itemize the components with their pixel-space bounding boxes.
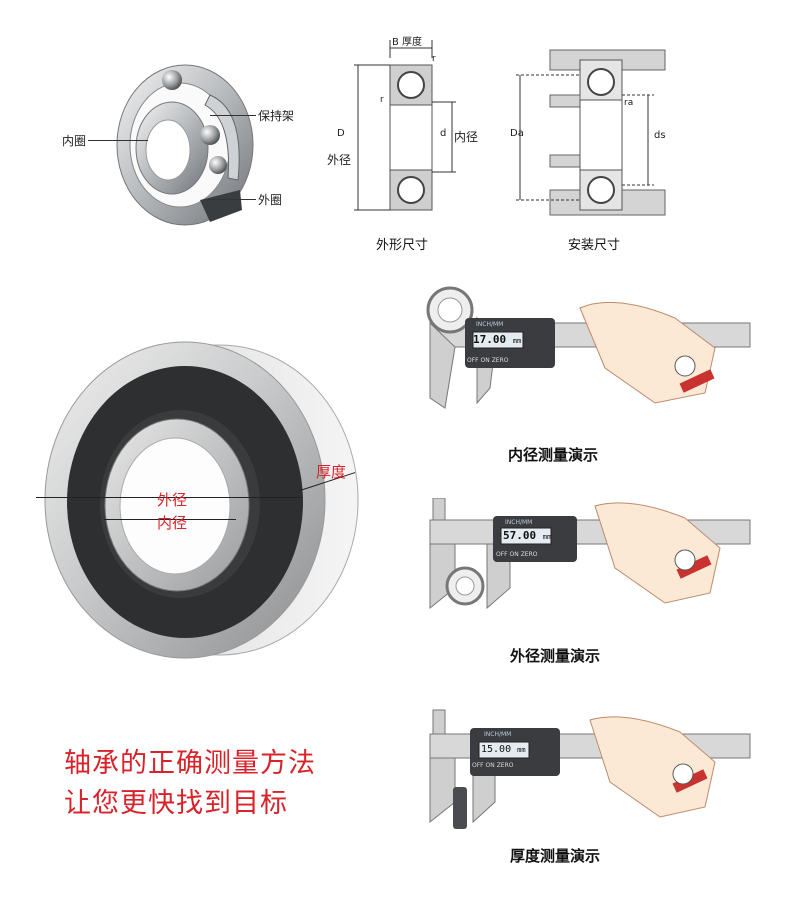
caliper-illustration [429,497,751,610]
mounting-cross-section-drawing [516,49,666,216]
caliper-unit: mm [542,533,552,541]
inner-diameter-line [104,519,236,520]
label-r-top: r [432,54,436,64]
caliper-reading: 17.00 [473,333,507,346]
zero-button: ZERO [520,551,538,558]
label-inner-ring: 内圈 [62,134,87,148]
slogan-line-1: 轴承的正确测量方法 [64,748,316,779]
label-thickness-b: B 厚度 [392,37,423,48]
caption-inner-diameter-demo: 内径测量演示 [508,446,599,464]
caliper-reading: 57.00 [503,529,537,542]
label-cage: 保持架 [258,109,295,123]
caliper-buttons: OFF ON ZERO [496,551,537,558]
caliper-reading: 15.00 [481,744,512,755]
zero-button: ZERO [491,357,509,364]
caliper-demo-thickness [415,702,755,834]
label-Da: Da [510,128,524,139]
caliper-buttons: OFF ON ZERO [472,762,513,769]
caliper-demo-outer [415,497,755,628]
caption-outer-diameter-demo: 外径测量演示 [510,647,601,665]
caliper-brand: INCH/MM [484,731,512,738]
caliper-brand: INCH/MM [476,321,504,328]
bearing-exploded-illustration [116,64,254,226]
caption-mounting-dimensions: 安装尺寸 [568,238,621,253]
leader-line [210,115,256,116]
photo-label-outer-diameter: 外径 [157,491,188,509]
off-button: OFF [467,357,479,364]
dimension-diagram-mounting [508,40,678,225]
leader-line [88,140,148,141]
caption-external-dimensions: 外形尺寸 [376,238,429,253]
off-button: OFF [496,551,508,558]
label-d: d [440,128,447,139]
label-ra: ra [624,98,634,108]
caption-thickness-demo: 厚度测量演示 [510,847,601,865]
label-r-left: r [380,95,384,105]
caliper-illustration [426,286,751,409]
caliper-demo-inner [415,278,755,426]
label-outer-ring: 外圈 [258,193,283,207]
cross-section-drawing [354,40,456,211]
label-D: D [337,128,345,139]
photo-label-inner-diameter: 内径 [157,514,188,532]
bearing-exploded-diagram [60,40,310,240]
label-ds: ds [654,130,666,141]
on-button: ON [485,762,495,769]
off-button: OFF [472,762,484,769]
caliper-brand: INCH/MM [505,519,533,526]
zero-button: ZERO [496,762,514,769]
outer-diameter-line [36,497,302,498]
slogan-line-2: 让您更快找到目标 [64,788,288,819]
label-inner-diameter: 内径 [454,130,479,144]
on-button: ON [509,551,519,558]
label-outer-diameter: 外径 [327,153,352,167]
caliper-display-3: 15.00 mm [481,742,531,758]
caliper-display-1: 17.00 mm [473,332,523,348]
bearing-photo [35,330,365,670]
on-button: ON [480,357,490,364]
dimension-diagram-external [330,30,490,220]
caliper-buttons: OFF ON ZERO [467,357,508,364]
caliper-display-2: 57.00 mm [503,528,553,544]
caliper-unit: mm [517,746,526,754]
caliper-illustration [429,709,751,829]
leader-line [208,199,256,200]
photo-label-thickness: 厚度 [316,463,347,481]
caliper-unit: mm [512,337,522,345]
bearing-photo-illustration [44,341,359,659]
